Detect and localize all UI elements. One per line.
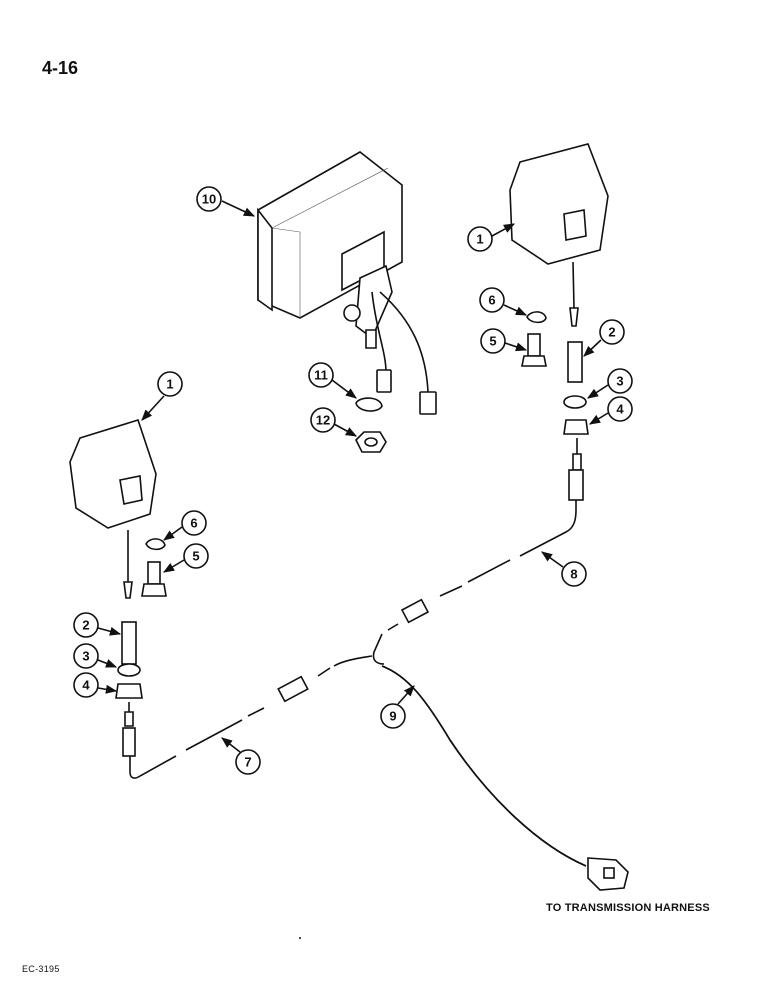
callout-8: 8: [541, 551, 587, 587]
callout-6-left: 6: [163, 510, 207, 541]
callout-label: 3: [616, 374, 623, 389]
left-lamp: [69, 419, 157, 599]
callout-label: 11: [314, 368, 328, 383]
callout-label: 4: [616, 402, 624, 417]
callout-2-right: 2: [583, 319, 625, 357]
center-fasteners: [355, 397, 387, 453]
callout-label: 10: [202, 192, 216, 207]
callout-label: 4: [82, 678, 90, 693]
callout-2-left: 2: [73, 612, 122, 638]
callout-label: 6: [190, 516, 197, 531]
callout-5-left: 5: [163, 543, 209, 573]
callout-label: 6: [488, 293, 495, 308]
page-number: 4-16: [42, 58, 79, 78]
callout-label: 8: [570, 567, 577, 582]
callout-1-right: 1: [467, 223, 515, 252]
callout-label: 2: [82, 618, 89, 633]
callout-label: 5: [192, 549, 199, 564]
callout-label: 7: [244, 755, 251, 770]
work-lamp: [257, 151, 437, 415]
harness-note: TO TRANSMISSION HARNESS: [546, 902, 710, 914]
callout-9: 9: [380, 685, 415, 729]
callout-label: 5: [489, 334, 496, 349]
left-fasteners: [115, 538, 167, 757]
callout-label: 1: [166, 377, 173, 392]
callout-10: 10: [196, 186, 256, 217]
right-lamp: [509, 143, 609, 327]
callout-3-right: 3: [587, 368, 633, 399]
callout-5-right: 5: [480, 328, 528, 354]
callout-7: 7: [221, 737, 261, 775]
callout-3-left: 3: [73, 643, 118, 669]
callout-label: 3: [82, 649, 89, 664]
callout-4-left: 4: [73, 672, 118, 698]
callout-label: 12: [316, 413, 330, 428]
callout-12: 12: [310, 407, 357, 437]
wiring-harness: [129, 500, 629, 891]
callout-label: 1: [476, 232, 483, 247]
callout-6-right: 6: [479, 287, 528, 316]
callout-label: 2: [608, 325, 615, 340]
callout-11: 11: [308, 362, 357, 399]
figure-code: EC-3195: [22, 964, 60, 974]
callout-4-right: 4: [589, 396, 633, 425]
callout-label: 9: [389, 709, 396, 724]
right-fasteners: [521, 311, 589, 501]
callout-1-left: 1: [141, 371, 183, 421]
